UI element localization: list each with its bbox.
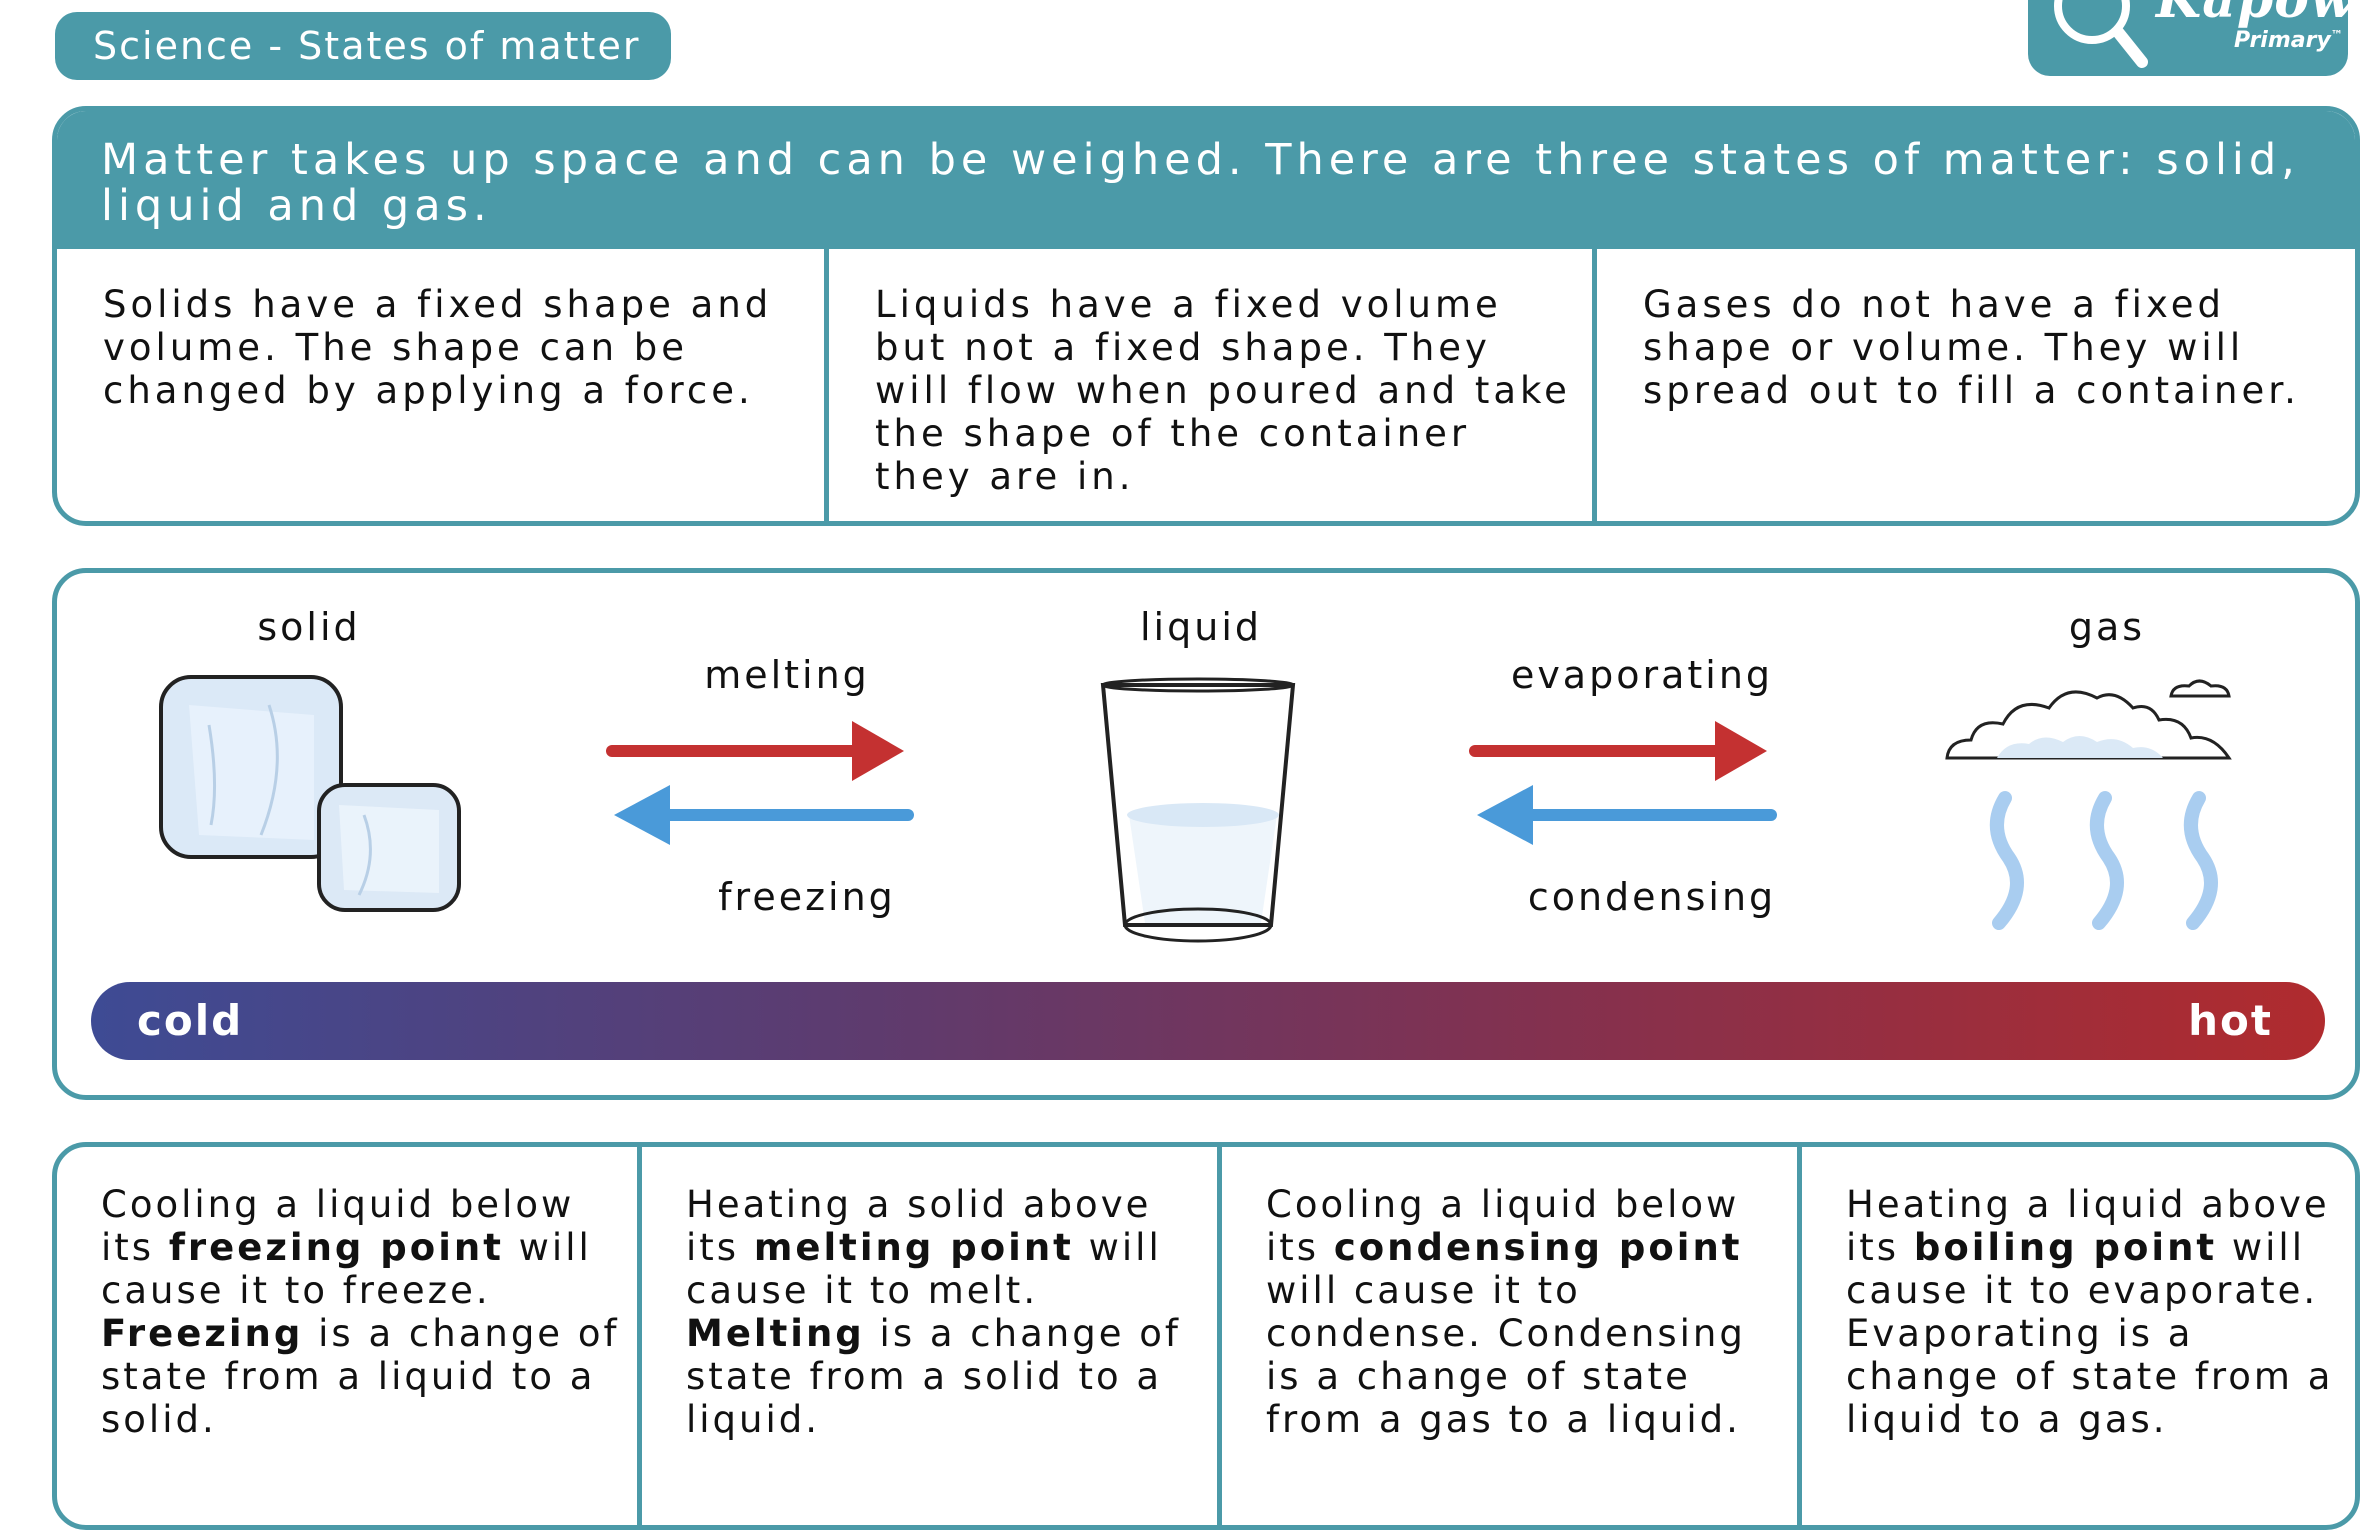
hot-label: hot	[2188, 996, 2273, 1045]
condensing-arrow	[1477, 785, 1777, 845]
subject-title: Science - States of matter	[55, 12, 671, 80]
magnifier-icon	[2054, 0, 2148, 68]
intro-card: Matter takes up space and can be weighed…	[52, 106, 2360, 526]
evaporating-arrow	[1469, 721, 1767, 781]
freezing-arrow	[614, 785, 914, 845]
ice-cubes-icon	[159, 675, 461, 912]
glass-of-water-icon	[1100, 677, 1296, 943]
freezing-label: freezing	[718, 875, 896, 919]
evaporating-label: evaporating	[1510, 653, 1774, 697]
gas-cloud-steam-icon	[1945, 679, 2232, 930]
steam-icon	[1989, 791, 2218, 930]
solid-description: Solids have a fixed shape and volume. Th…	[103, 283, 773, 412]
liquid-description: Liquids have a fixed volume but not a fi…	[824, 249, 1592, 521]
heating-cooling-arrows-right	[1469, 721, 1777, 845]
melting-label: melting	[704, 653, 870, 697]
condensing-explanation: Cooling a liquid below its condensing po…	[1217, 1147, 1797, 1525]
melting-arrow	[606, 721, 904, 781]
logo-sub: Primary™	[2234, 28, 2343, 53]
temperature-scale-bar: cold hot	[91, 982, 2325, 1060]
states-diagram: solid liquid gas melting freezing evapor…	[52, 568, 2360, 1100]
changes-of-state-card: Cooling a liquid below its freezing poin…	[52, 1142, 2360, 1530]
melting-explanation: Heating a solid above its melting point …	[637, 1147, 1217, 1525]
cold-label: cold	[137, 996, 244, 1045]
heating-cooling-arrows-left	[606, 721, 914, 845]
evaporating-explanation: Heating a liquid above its boiling point…	[1797, 1147, 2355, 1525]
condensing-label: condensing	[1527, 875, 1777, 919]
liquid-label: liquid	[1140, 605, 1262, 649]
freezing-explanation: Cooling a liquid below its freezing poin…	[101, 1183, 620, 1441]
logo-name: Kapow	[2156, 0, 2348, 26]
kapow-logo: Kapow Primary™	[2028, 0, 2348, 76]
intro-banner: Matter takes up space and can be weighed…	[57, 111, 2355, 249]
cloud-icon	[1945, 679, 2232, 760]
solid-label: solid	[257, 605, 361, 649]
gas-description: Gases do not have a fixed shape or volum…	[1592, 249, 2355, 521]
gas-label: gas	[2068, 605, 2146, 649]
